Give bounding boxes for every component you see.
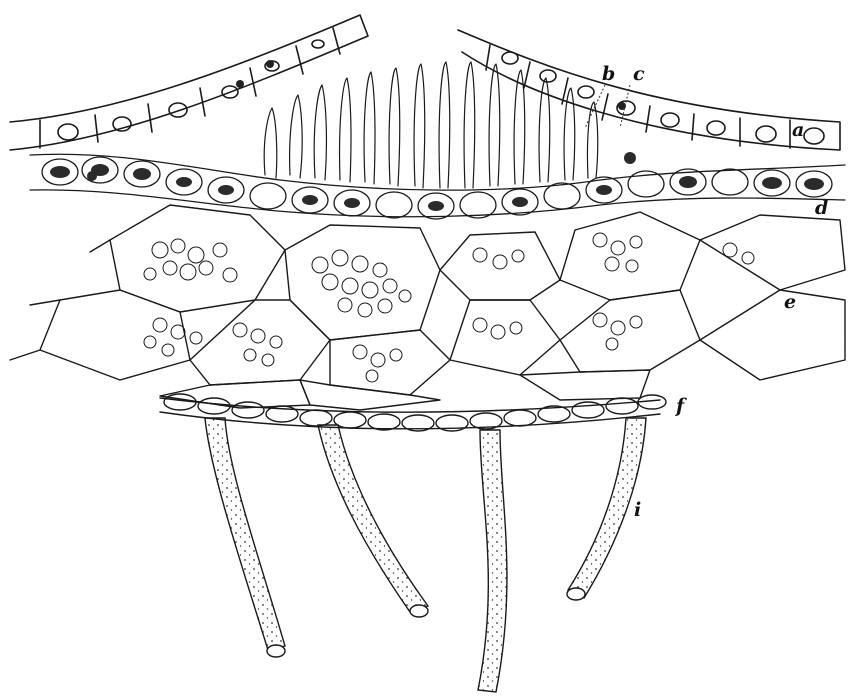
rhizoids <box>205 418 646 692</box>
label-i: i <box>634 499 641 521</box>
label-c: c <box>633 63 645 85</box>
hymenium-paraphyses <box>264 62 598 188</box>
label-d: d <box>815 197 828 219</box>
epidermis-right <box>458 30 840 150</box>
label-f: f <box>674 395 687 417</box>
label-b: b <box>602 63 615 85</box>
label-a: a <box>792 119 804 141</box>
parenchyma-cells <box>10 205 845 410</box>
epidermis-left-nuclei <box>236 60 274 88</box>
label-e: e <box>784 291 796 313</box>
